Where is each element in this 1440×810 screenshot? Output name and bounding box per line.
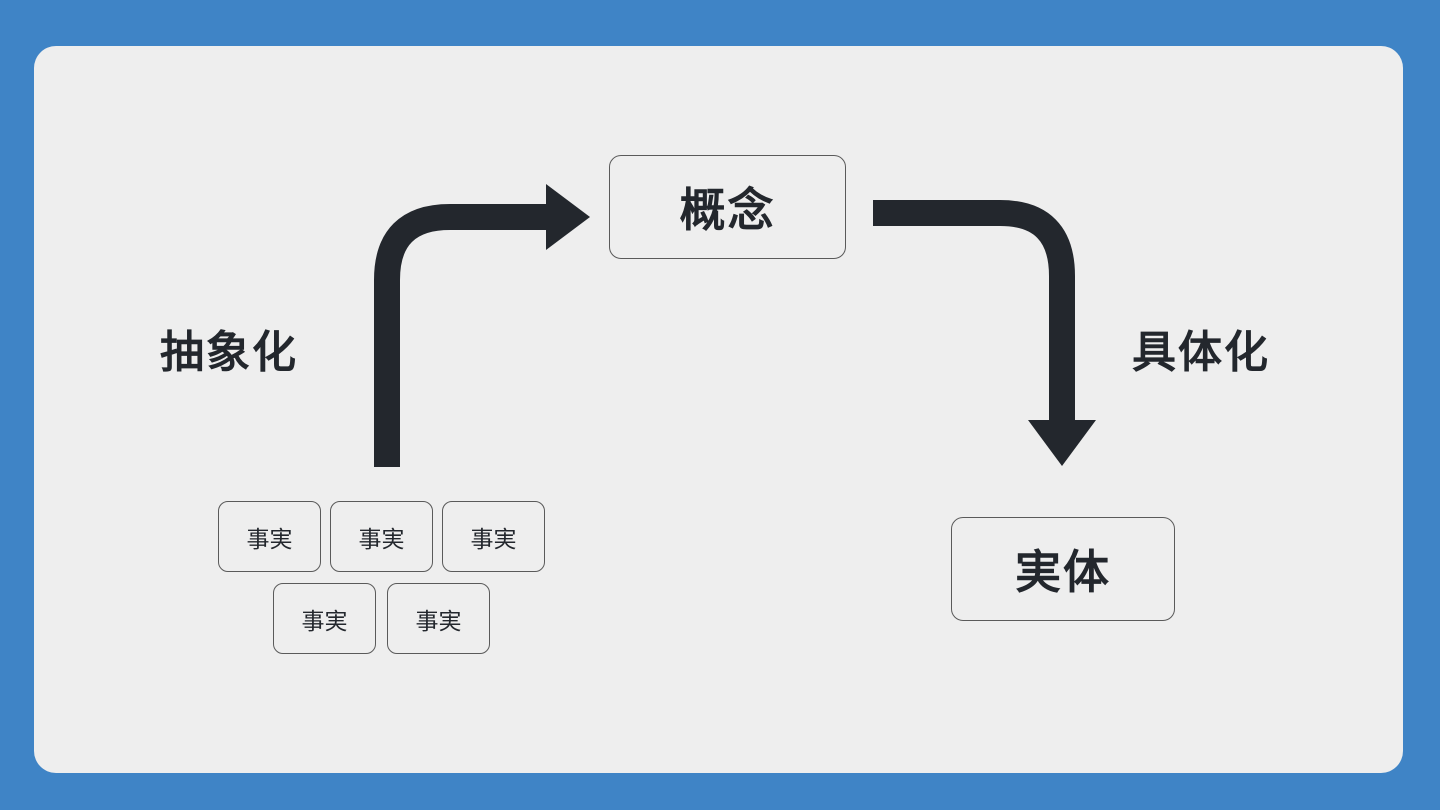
fact-box: 事実 <box>218 501 321 572</box>
fact-box: 事実 <box>442 501 545 572</box>
abstraction-label: 抽象化 <box>160 327 298 378</box>
abstraction-arrow-head <box>546 184 590 250</box>
entity-box: 実体 <box>951 517 1175 621</box>
fact-label: 事実 <box>301 608 348 635</box>
fact-box: 事実 <box>387 583 490 654</box>
concretization-label: 具体化 <box>1132 327 1270 378</box>
fact-box: 事実 <box>273 583 376 654</box>
concept-label: 概念 <box>679 183 776 237</box>
fact-box: 事実 <box>330 501 433 572</box>
concretization-arrow-head <box>1028 420 1096 466</box>
concept-box: 概念 <box>609 155 846 259</box>
entity-label: 実体 <box>1015 545 1111 599</box>
fact-label: 事実 <box>415 608 462 635</box>
fact-label: 事実 <box>246 526 293 553</box>
abstraction-arrow-shaft <box>374 204 552 467</box>
concretization-arrow-shaft <box>873 200 1075 426</box>
fact-label: 事実 <box>470 526 517 553</box>
fact-label: 事実 <box>358 526 405 553</box>
